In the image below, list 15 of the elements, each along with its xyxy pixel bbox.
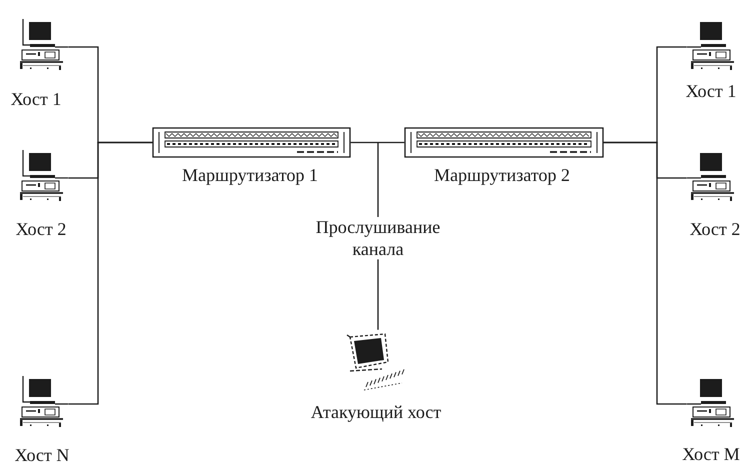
connection-line [68, 142, 152, 405]
host-label: Хост 2 [16, 223, 66, 236]
annotation-text: Прослушивание канала [316, 221, 440, 256]
connection-line [377, 259, 379, 330]
connection-line [377, 142, 379, 217]
host-label: Хост M [682, 448, 740, 460]
connection-line [604, 142, 687, 405]
host-label: Атакующий хост [311, 406, 441, 422]
host-label: Хост N [15, 449, 69, 462]
host-label: Хост 1 [11, 93, 60, 106]
host-label: Хост 1 [686, 85, 736, 98]
router-label: Маршрутизатор 2 [434, 169, 569, 185]
host-label: Хост 2 [690, 223, 740, 236]
connection-line [350, 142, 404, 144]
router-label: Маршрутизатор 1 [182, 169, 317, 185]
